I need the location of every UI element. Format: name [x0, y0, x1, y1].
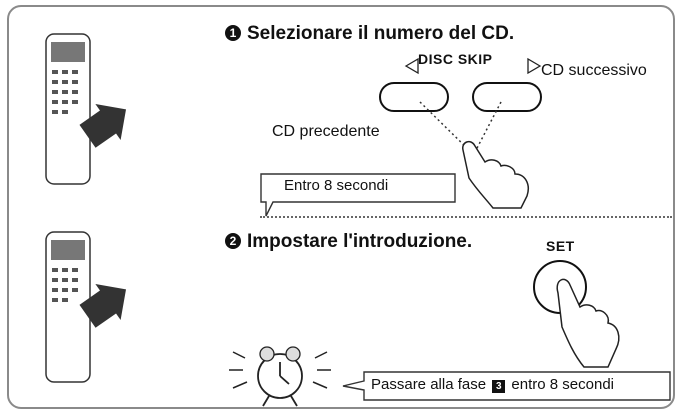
disc-skip-buttons [379, 82, 542, 209]
disc-skip-prev-button [379, 82, 449, 112]
remote-control-icon [45, 33, 127, 185]
step2-title: 2 Impostare l'introduzione. [225, 231, 472, 253]
next-step-callout-bubble [342, 371, 671, 401]
next-step-number-badge: 3 [492, 380, 506, 393]
next-cd-label: CD successivo [541, 62, 647, 79]
instruction-frame [7, 5, 675, 409]
arrow-icon [79, 283, 127, 328]
arrow-icon [79, 103, 127, 148]
set-button-illustration [533, 260, 620, 368]
next-step-text-after: entro 8 secondi [511, 376, 614, 393]
finger-press-icon [462, 140, 529, 209]
step1-number-badge: 1 [225, 25, 241, 41]
step1-title-text: Selezionare il numero del CD. [247, 23, 515, 44]
step-separator [260, 216, 672, 218]
step2-title-text: Impostare l'introduzione. [247, 231, 473, 252]
finger-press-icon [556, 278, 620, 368]
timeout-callout-text: Entro 8 secondi [284, 177, 389, 194]
direction-arrows-icon [404, 57, 542, 75]
timeout-callout-bubble [260, 173, 456, 217]
step1-title: 1 Selezionare il numero del CD. [225, 23, 514, 45]
next-step-text-before: Passare alla fase [371, 376, 487, 393]
alarm-clock-icon [229, 346, 331, 407]
remote-control-icon [45, 231, 127, 383]
disc-skip-label: DISC SKIP [418, 51, 493, 67]
disc-skip-next-button [472, 82, 542, 112]
prev-cd-label: CD precedente [272, 123, 380, 140]
step2-number-badge: 2 [225, 233, 241, 249]
set-label: SET [546, 238, 575, 254]
next-step-callout-text: Passare alla fase 3 entro 8 secondi [371, 376, 614, 393]
